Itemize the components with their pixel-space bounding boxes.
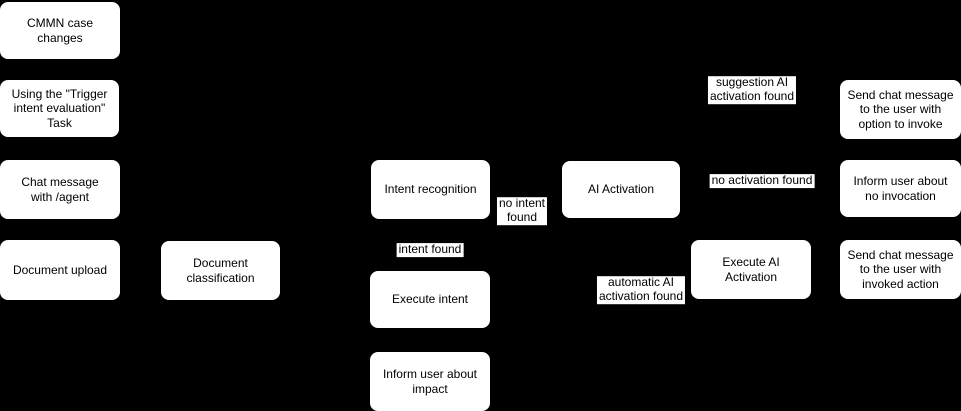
node-label-send-chat-message-invoked-action: Send chat message to the user with invok… (847, 247, 954, 291)
node-label-inform-user-about-no-invocation: Inform user about no invocation (853, 174, 948, 203)
edge-label-no-activation-found: no activation found (709, 173, 815, 188)
node-inform-user-about-no-invocation: Inform user about no invocation (840, 160, 961, 217)
node-label-cmmn-case-changes: CMMN case changes (26, 16, 93, 45)
node-ai-activation: AI Activation (562, 161, 680, 218)
node-label-send-chat-message-option-to-invoke: Send chat message to the user with optio… (847, 87, 954, 131)
node-label-execute-intent: Execute intent (391, 292, 469, 307)
node-label-document-classification: Document classification (186, 256, 255, 285)
node-label-inform-user-about-impact: Inform user about impact (382, 367, 478, 396)
node-send-chat-message-invoked-action: Send chat message to the user with invok… (840, 240, 961, 299)
node-cmmn-case-changes: CMMN case changes (0, 2, 120, 59)
node-trigger-intent-evaluation-task: Using the "Trigger intent evaluation" Ta… (0, 80, 119, 137)
node-execute-ai-activation: Execute AI Activation (691, 240, 811, 299)
node-label-document-upload: Document upload (12, 262, 108, 277)
node-intent-recognition: Intent recognition (371, 160, 490, 219)
node-execute-intent: Execute intent (370, 271, 490, 328)
node-inform-user-about-impact: Inform user about impact (370, 352, 490, 411)
node-label-intent-recognition: Intent recognition (384, 182, 477, 197)
node-chat-message-agent: Chat message with /agent (0, 160, 120, 219)
node-label-chat-message-agent: Chat message with /agent (21, 175, 99, 204)
node-label-ai-activation: AI Activation (587, 182, 655, 197)
edge-label-automatic-ai-activation-found: automatic AI activation found (596, 275, 686, 304)
node-document-upload: Document upload (0, 240, 120, 300)
edge-label-no-intent-found: no intent found (496, 196, 548, 225)
edge-label-intent-found: intent found (396, 242, 464, 257)
node-label-trigger-intent-evaluation-task: Using the "Trigger intent evaluation" Ta… (11, 86, 108, 130)
edge-label-suggestion-ai-activation-found: suggestion AI activation found (707, 75, 797, 104)
node-send-chat-message-option-to-invoke: Send chat message to the user with optio… (840, 80, 961, 139)
edge-label-text-intent-found: intent found (398, 242, 462, 257)
edge-label-text-automatic-ai-activation-found: automatic AI activation found (598, 275, 684, 303)
node-document-classification: Document classification (161, 241, 280, 300)
edge-label-text-no-activation-found: no activation found (711, 173, 813, 188)
node-label-execute-ai-activation: Execute AI Activation (722, 255, 780, 284)
edge-label-text-suggestion-ai-activation-found: suggestion AI activation found (709, 75, 795, 103)
edge-label-text-no-intent-found: no intent found (498, 196, 546, 224)
